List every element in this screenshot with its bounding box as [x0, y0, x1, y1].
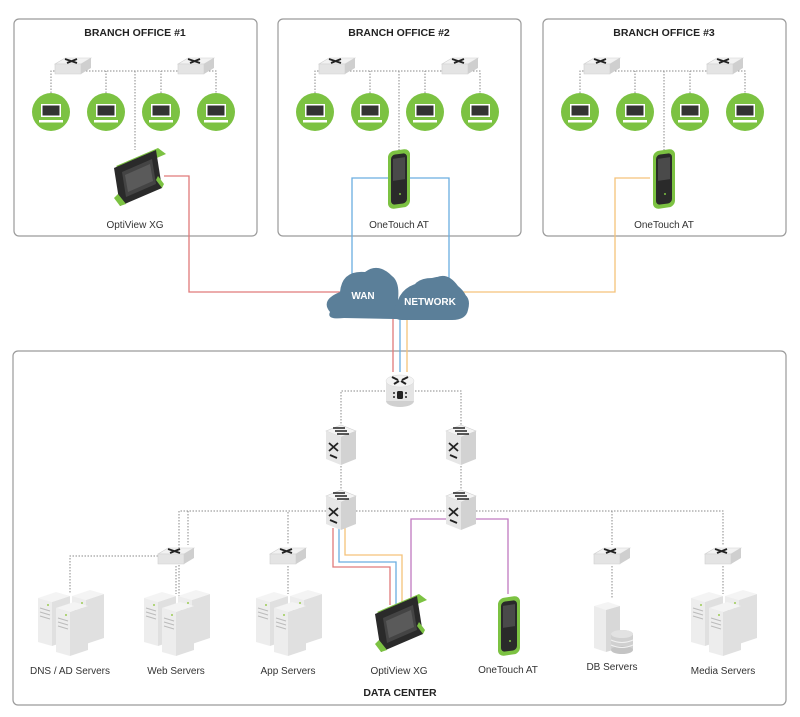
branch-device-label: OneTouch AT	[369, 220, 429, 231]
branch-device-label: OptiView XG	[106, 220, 163, 231]
dc-group-app-servers: App Servers	[256, 590, 322, 677]
cloud-shape-right	[394, 276, 469, 320]
branch-1-topology: OptiView XG	[32, 57, 235, 231]
branch1-wan-link	[164, 175, 340, 293]
client-computer-icon	[32, 93, 70, 131]
cloud-label-wan: WAN	[351, 291, 374, 302]
branch-2-topology: OneTouch AT	[296, 57, 499, 231]
branch2-wan-link-left	[351, 177, 388, 280]
dc-group-label: App Servers	[260, 666, 315, 677]
onetouch-at-icon	[653, 148, 675, 210]
wan-cloud: WAN NETWORK	[326, 267, 469, 320]
client-computer-icon	[561, 93, 599, 131]
cloud-label-network: NETWORK	[404, 297, 456, 308]
onetouch-link-purple	[476, 518, 509, 594]
dc-group-label: DB Servers	[586, 662, 637, 673]
optiview-link-red	[332, 528, 391, 605]
dc-group-db-servers: DB Servers	[586, 601, 638, 673]
access-switch-icon	[445, 489, 477, 531]
dc-group-media-servers: Media Servers	[691, 590, 757, 677]
branch-3-topology: OneTouch AT	[561, 57, 764, 231]
branch-title: BRANCH OFFICE #1	[84, 27, 186, 39]
datacenter-dotted-links	[69, 390, 724, 598]
distribution-switch-icon	[445, 424, 477, 466]
wan-links	[164, 175, 650, 372]
client-computer-icon	[87, 93, 125, 131]
client-computer-icon	[461, 93, 499, 131]
dc-group-label: Web Servers	[147, 666, 205, 677]
branch2-wan-link-right	[410, 177, 450, 280]
client-computer-icon	[296, 93, 334, 131]
client-computer-icon	[616, 93, 654, 131]
core-router-icon	[385, 374, 415, 407]
branch3-wan-link	[455, 177, 650, 293]
client-computer-icon	[142, 93, 180, 131]
onetouch-at-icon	[388, 148, 410, 210]
datacenter-title: DATA CENTER	[363, 687, 437, 699]
optiview-link-yellow	[344, 528, 403, 602]
dc-group-optiview-xg: OptiView XG	[370, 594, 428, 677]
client-computer-icon	[726, 93, 764, 131]
onetouch-at-icon	[498, 595, 520, 657]
dc-group-label: OneTouch AT	[478, 665, 538, 676]
branch-device-label: OneTouch AT	[634, 220, 694, 231]
client-computer-icon	[671, 93, 709, 131]
client-computer-icon	[197, 93, 235, 131]
dc-group-web-servers: Web Servers	[144, 590, 210, 677]
optiview-link-blue	[338, 528, 397, 604]
client-computer-icon	[406, 93, 444, 131]
dc-group-label: DNS / AD Servers	[30, 666, 110, 677]
branch-title: BRANCH OFFICE #2	[348, 27, 450, 39]
distribution-switch-icon	[325, 424, 357, 466]
branch-title: BRANCH OFFICE #3	[613, 27, 715, 39]
dc-group-label: Media Servers	[691, 666, 755, 677]
dc-group-dns-ad-servers: DNS / AD Servers	[30, 590, 110, 677]
datacenter-monitor-links	[332, 518, 509, 605]
dc-group-onetouch-at: OneTouch AT	[478, 595, 538, 676]
optiview-link-purple	[410, 518, 446, 600]
access-switch-icon	[325, 489, 357, 531]
dc-group-label: OptiView XG	[370, 666, 427, 677]
client-computer-icon	[351, 93, 389, 131]
